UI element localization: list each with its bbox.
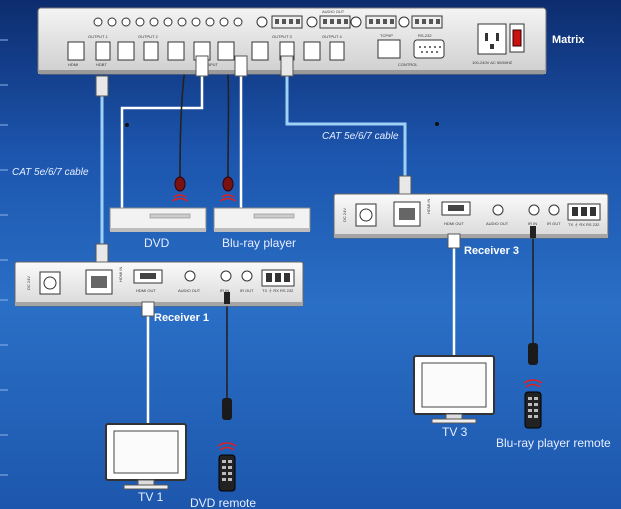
matrix-label: Matrix	[552, 34, 585, 46]
hdmi-plug-receiver-1	[141, 301, 155, 317]
matrix-output3-label: OUTPUT 3	[272, 34, 292, 39]
cat-plug-matrix-1	[95, 75, 109, 97]
matrix-rs232-label: RS-232	[418, 33, 432, 38]
ir-emitter-dvd	[171, 176, 189, 202]
left-edge-ticks	[0, 39, 8, 476]
cat-cable-label-middle: CAT 5e/6/7 cable	[322, 131, 399, 142]
rx1-dc-label: DC 24V	[26, 276, 31, 290]
tv-1-label: TV 1	[138, 490, 164, 504]
ir-sensor-receiver-1	[222, 398, 232, 420]
cat-plug-receiver-3	[398, 175, 412, 197]
matrix-tcpip-label: TCP/IP	[380, 33, 393, 38]
receiver-3-label: Receiver 3	[464, 245, 520, 257]
rx3-audio-out-label: AUDIO OUT	[486, 221, 509, 226]
rx1-rs232-label: TX ⏚ RX RS 232	[262, 287, 294, 293]
ir-sensor-receiver-3	[528, 343, 538, 365]
rx1-hdmi-in-label: HDMI IN	[118, 267, 123, 282]
cat-plug-matrix-3	[280, 55, 294, 77]
rx1-audio-out-label: AUDIO OUT	[178, 288, 201, 293]
ir-plug-receiver-1	[224, 292, 230, 304]
tv-1	[105, 423, 187, 490]
cat-cable-label-left: CAT 5e/6/7 cable	[12, 167, 89, 178]
dvd-remote-label: DVD remote	[190, 496, 257, 509]
bluray-label: Blu-ray player	[222, 236, 297, 250]
rx3-dc-label: DC 24V	[342, 208, 347, 222]
receiver-3-device: DC 24V HDMI IN HDMI OUT AUDIO OUT IR IN …	[333, 193, 609, 239]
matrix-device: OUTPUT 1 OUTPUT 2 OUTPUT 3 OUTPUT 4 INPU…	[37, 7, 547, 75]
marker-dot	[125, 123, 129, 127]
matrix-output4-label: OUTPUT 4	[322, 34, 342, 39]
cat-cable-receiver-3	[285, 75, 407, 180]
matrix-input-label: INPUT	[206, 62, 219, 67]
dvd-remote	[217, 442, 237, 492]
receiver-1-device: DC 24V HDMI IN HDMI OUT AUDIO OUT IR IN …	[14, 261, 304, 307]
rx3-hdmi-out-label: HDMI OUT	[444, 221, 464, 226]
hdmi-cable-dvd	[120, 74, 204, 208]
matrix-output1-label: OUTPUT 1	[88, 34, 108, 39]
rx3-ir-out-label: IR OUT	[547, 221, 561, 226]
matrix-output2-label: OUTPUT 2	[138, 34, 158, 39]
ir-emitter-bluray	[219, 176, 237, 202]
tv-3	[413, 355, 495, 424]
rx3-ir-in-label: IR IN	[528, 221, 537, 226]
matrix-hdmi-label: HDMI	[68, 62, 78, 67]
bluray-remote	[523, 379, 543, 429]
marker-dot	[435, 122, 439, 126]
rx1-ir-in-label: IR IN	[220, 288, 229, 293]
matrix-power-label: 100-240V AC 50/60HZ	[472, 60, 513, 65]
matrix-control-label: CONTROL	[398, 62, 418, 67]
dvd-label: DVD	[144, 236, 170, 250]
matrix-hdbt-label: HDBT	[96, 62, 107, 67]
hdmi-plug-matrix-dvd	[195, 55, 209, 77]
rx3-hdmi-in-label: HDMI IN	[426, 199, 431, 214]
dvd-player	[109, 207, 207, 232]
hdmi-plug-matrix-bluray	[234, 55, 248, 77]
bluray-remote-label: Blu-ray player remote	[496, 436, 611, 450]
rx3-rs232-label: TX ⏚ RX RS 232	[568, 221, 600, 227]
rx1-ir-out-label: IR OUT	[240, 288, 254, 293]
bluray-player	[213, 207, 311, 232]
cat-plug-receiver-1	[95, 243, 109, 265]
hdmi-plug-receiver-3	[447, 233, 461, 249]
matrix-audio-out-label: AUDIO OUT	[322, 9, 345, 14]
ir-plug-receiver-3	[530, 226, 536, 238]
tv-3-label: TV 3	[442, 425, 468, 439]
rx1-hdmi-out-label: HDMI OUT	[136, 288, 156, 293]
receiver-1-label: Receiver 1	[154, 312, 210, 324]
